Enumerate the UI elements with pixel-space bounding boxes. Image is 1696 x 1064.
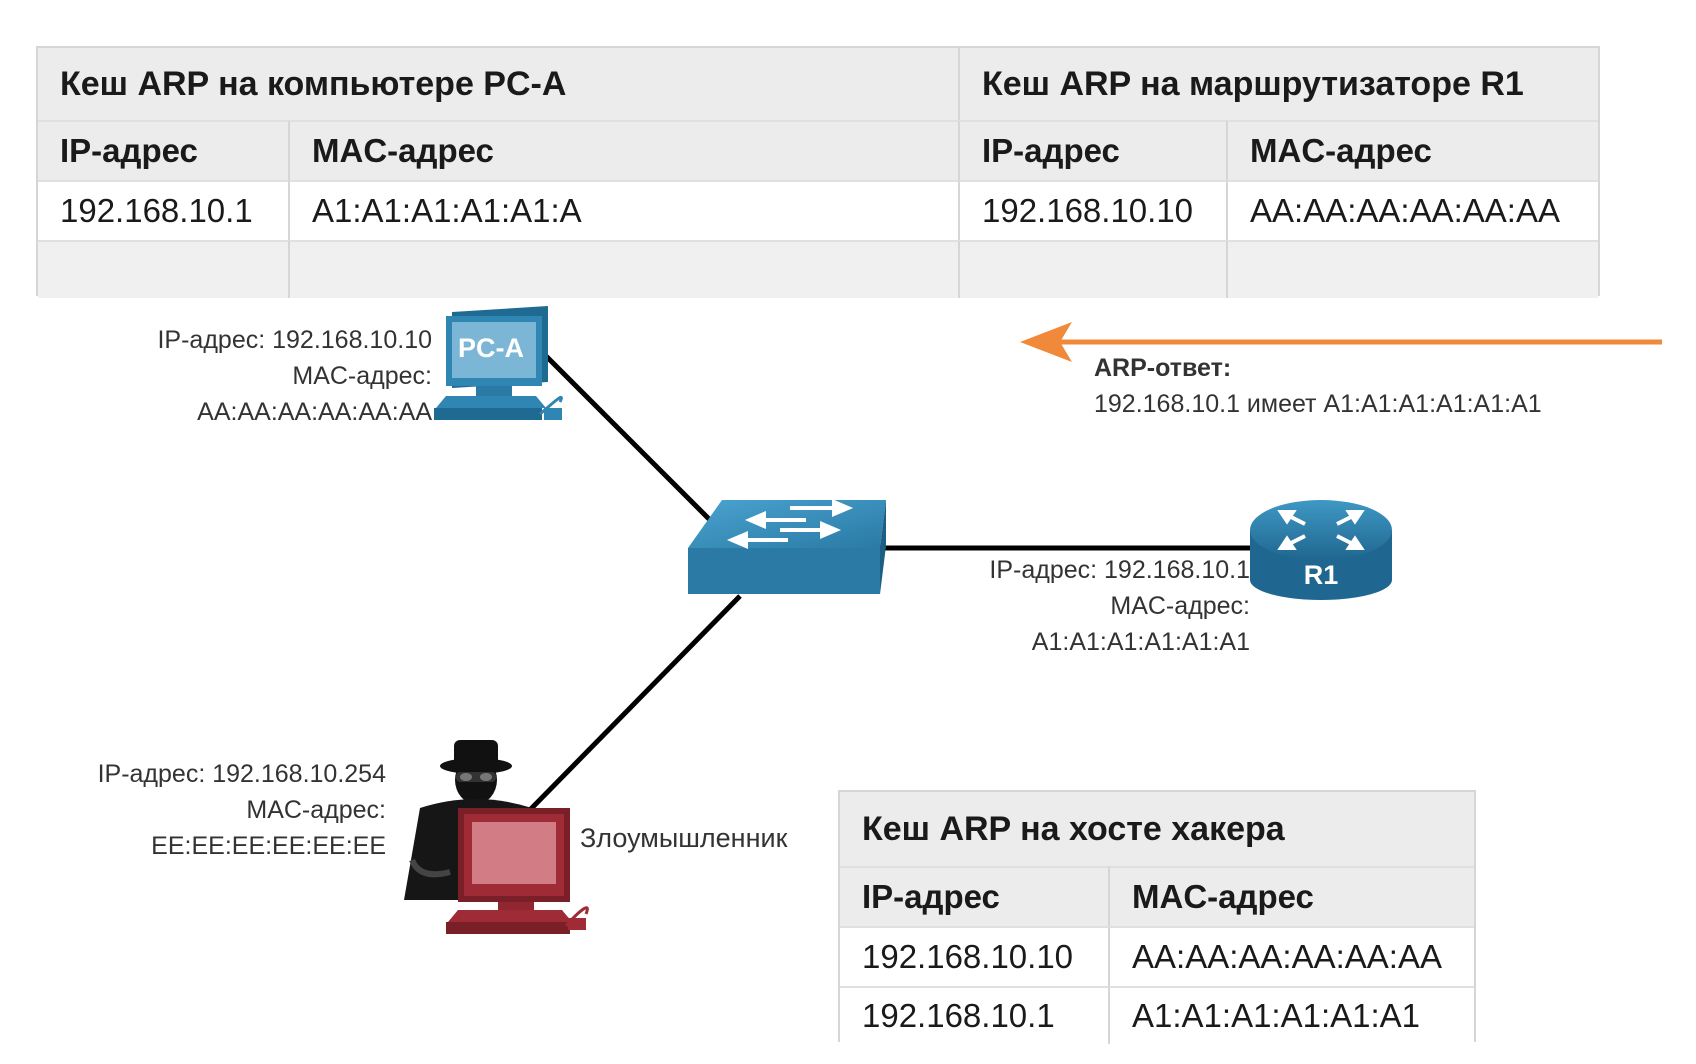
ip-column-header: IP-адрес	[958, 120, 1226, 180]
mac-column-header: MAC-адрес	[1226, 120, 1598, 180]
r1-device-label: R1	[1304, 560, 1339, 590]
arp-reply-label: ARP-ответ: 192.168.10.1 имеет A1:A1:A1:A…	[1094, 350, 1542, 422]
table-title: Кеш ARP на компьютере PC-A	[60, 64, 567, 103]
table-title: Кеш ARP на маршрутизаторе R1	[958, 48, 1598, 120]
attacker-address-label: IP-адрес: 192.168.10.254 MAC-адрес: EE:E…	[50, 756, 386, 864]
attacker-hacker-icon	[404, 740, 589, 934]
router-r1-icon: R1	[1250, 500, 1392, 600]
ip-column-header: IP-адрес	[840, 866, 1108, 926]
switch-icon	[688, 498, 886, 594]
arp-cache-table-r1: Кеш ARP на маршрутизаторе R1 IP-адрес MA…	[958, 46, 1600, 298]
table-cell-mac: AA:AA:AA:AA:AA:AA	[1108, 926, 1474, 986]
pc-a-computer-icon: PC-A	[434, 306, 563, 420]
pc-a-device-label: PC-A	[458, 333, 524, 363]
arp-cache-table-pca: Кеш ARP на компьютере PC-A IP-адрес MAC-…	[36, 46, 960, 298]
r1-mac-label: MAC-адрес:	[1110, 592, 1250, 620]
attacker-mac-value: EE:EE:EE:EE:EE:EE	[151, 832, 386, 860]
table-cell-mac: A1:A1:A1:A1:A1:A1	[1108, 986, 1474, 1044]
link-switch-attacker	[520, 594, 742, 820]
pca-mac-label: MAC-адрес:	[292, 362, 432, 390]
table-cell-ip: 192.168.10.10	[840, 926, 1108, 986]
attacker-mac-label: MAC-адрес:	[246, 796, 386, 824]
link-pca-switch	[538, 348, 722, 532]
arp-reply-arrow	[1020, 322, 1662, 362]
table-cell-ip: 192.168.10.1	[840, 986, 1108, 1044]
table-cell-empty	[38, 240, 288, 298]
table-cell-empty	[1226, 240, 1598, 298]
table-title: Кеш ARP на хосте хакера	[862, 809, 1285, 848]
r1-mac-value: A1:A1:A1:A1:A1:A1	[1031, 628, 1250, 656]
table-cell-empty	[958, 240, 1226, 298]
attacker-ip-line: IP-адрес: 192.168.10.254	[97, 760, 386, 788]
arp-reply-title: ARP-ответ:	[1094, 354, 1232, 382]
attacker-name-label: Злоумышленник	[580, 823, 788, 853]
table-cell-mac: AA:AA:AA:AA:AA:AA	[1226, 180, 1598, 240]
pca-ip-line: IP-адрес: 192.168.10.10	[157, 326, 432, 354]
table-cell-mac: A1:A1:A1:A1:A1:A	[288, 180, 958, 240]
table-cell-ip: 192.168.10.10	[958, 180, 1226, 240]
table-cell-ip: 192.168.10.1	[38, 180, 288, 240]
mac-column-header: MAC-адрес	[1108, 866, 1474, 926]
pca-address-label: IP-адрес: 192.168.10.10 MAC-адрес: AA:AA…	[120, 322, 432, 430]
pca-mac-value: AA:AA:AA:AA:AA:AA	[197, 398, 432, 426]
r1-ip-line: IP-адрес: 192.168.10.1	[989, 556, 1250, 584]
arp-cache-table-hacker: Кеш ARP на хосте хакера IP-адрес MAC-адр…	[838, 790, 1476, 1044]
mac-column-header: MAC-адрес	[288, 120, 958, 180]
arp-reply-text: 192.168.10.1 имеет A1:A1:A1:A1:A1:A1	[1094, 390, 1542, 418]
ip-column-header: IP-адрес	[38, 120, 288, 180]
table-cell-empty	[288, 240, 958, 298]
r1-address-label: IP-адрес: 192.168.10.1 MAC-адрес: A1:A1:…	[912, 552, 1250, 660]
